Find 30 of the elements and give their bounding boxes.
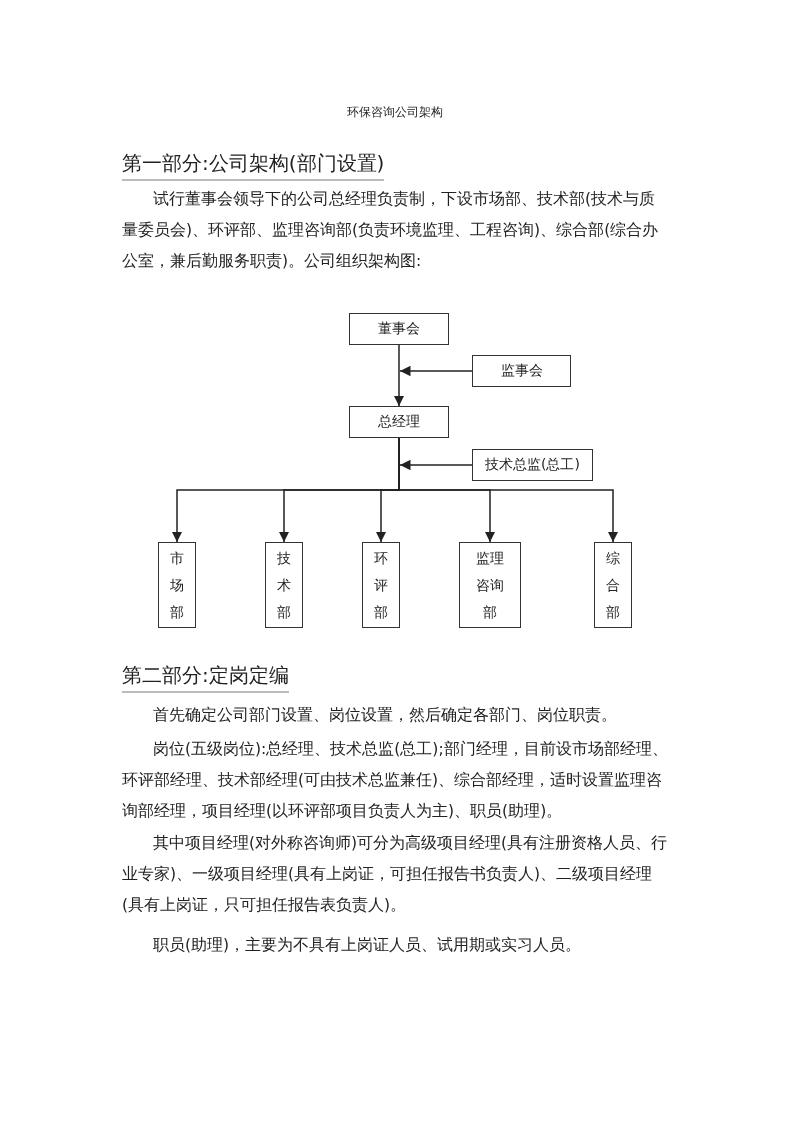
paragraph: 首先确定公司部门设置、岗位设置，然后确定各部门、岗位职责。 <box>152 705 618 726</box>
org-chart-box <box>349 406 449 438</box>
box-label: 技术部 <box>276 548 292 622</box>
box-label: 技术总监(总工) <box>485 456 580 474</box>
section-heading: 第一部分:公司架构(部门设置) <box>122 150 385 181</box>
org-chart-box <box>265 542 303 628</box>
arrow <box>399 459 473 471</box>
box-label: 监事会 <box>500 362 543 380</box>
box-label: 综合部 <box>605 548 621 622</box>
org-chart-box <box>472 355 571 387</box>
box-label: 总经理 <box>378 413 420 431</box>
box-label: 董事会 <box>378 320 420 338</box>
org-chart-box <box>594 542 632 628</box>
box-label: 监理咨询部 <box>475 548 505 622</box>
section-heading: 第二部分:定岗定编 <box>122 662 289 693</box>
box-label: 环评部 <box>373 548 389 622</box>
arrow <box>398 437 619 543</box>
arrow <box>393 344 405 407</box>
org-chart-box <box>158 542 196 628</box>
arrow <box>399 365 473 377</box>
org-chart-box <box>472 449 593 481</box>
paragraph: 试行董事会领导下的公司总经理负责制，下设市场部、技术部(技术与质量委员会)、环评部、监理咨询部(负责环境监理、工程咨询)、综合部(综合办公室，兼后勤服务职责)。公司组织架构图: <box>122 189 660 272</box>
paragraph: 岗位(五级岗位):总经理、技术总监(总工);部门经理，目前设市场部经理、环评部经理、技术部经理(可由技术总监兼任)、综合部经理，适时设置监理咨询部经理，项目经理(以环评部项目负责人为主)、职员(助理)。 <box>122 739 669 822</box>
paragraph: 其中项目经理(对外称咨询师)可分为高级项目经理(具有注册资格人员、行业专家)、一级项目经理(具有上岗证，可担任报告书负责人)、二级项目经理(具有上岗证，只可担任报告表负责人)。 <box>122 833 669 916</box>
org-chart-box <box>459 542 521 628</box>
org-chart-box <box>362 542 400 628</box>
paragraph: 职员(助理)，主要为不具有上岗证人员、试用期或实习人员。 <box>152 935 583 956</box>
page-title: 环保咨询公司架构 <box>346 104 444 121</box>
box-label: 市场部 <box>169 548 185 622</box>
org-chart-box <box>349 313 449 345</box>
